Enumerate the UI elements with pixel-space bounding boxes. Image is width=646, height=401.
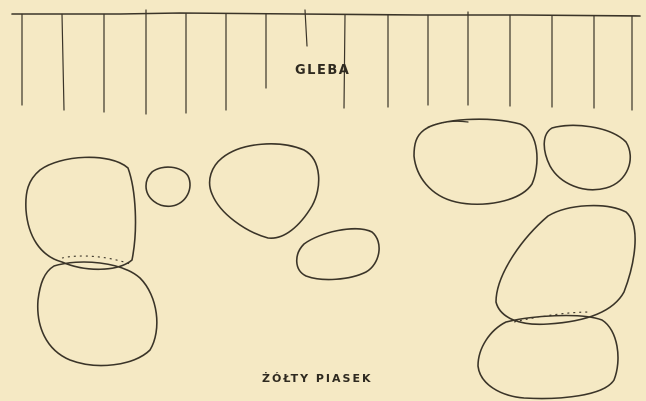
stone-center-top [210,144,319,238]
soil-hatch-line [62,14,64,110]
soil-hatch-line [344,15,345,108]
stones [26,119,635,398]
stone-right-top-left [414,119,537,204]
stone-right-middle [496,206,635,325]
soil-layer-hatching [22,10,632,114]
soil-hatch-line [305,10,307,46]
soil-layer-label: GLEBA [295,63,350,78]
stone-left-upper [26,157,136,269]
stone-right-top-right [544,125,630,189]
stone-right-lower [478,316,618,399]
sand-layer-label: ŻÓŁTY PIASEK [262,372,373,385]
soil-surface-line [12,13,640,16]
stone-left-lower [38,262,157,365]
stone-small-round [146,167,190,206]
stone-center-bottom [297,229,379,280]
